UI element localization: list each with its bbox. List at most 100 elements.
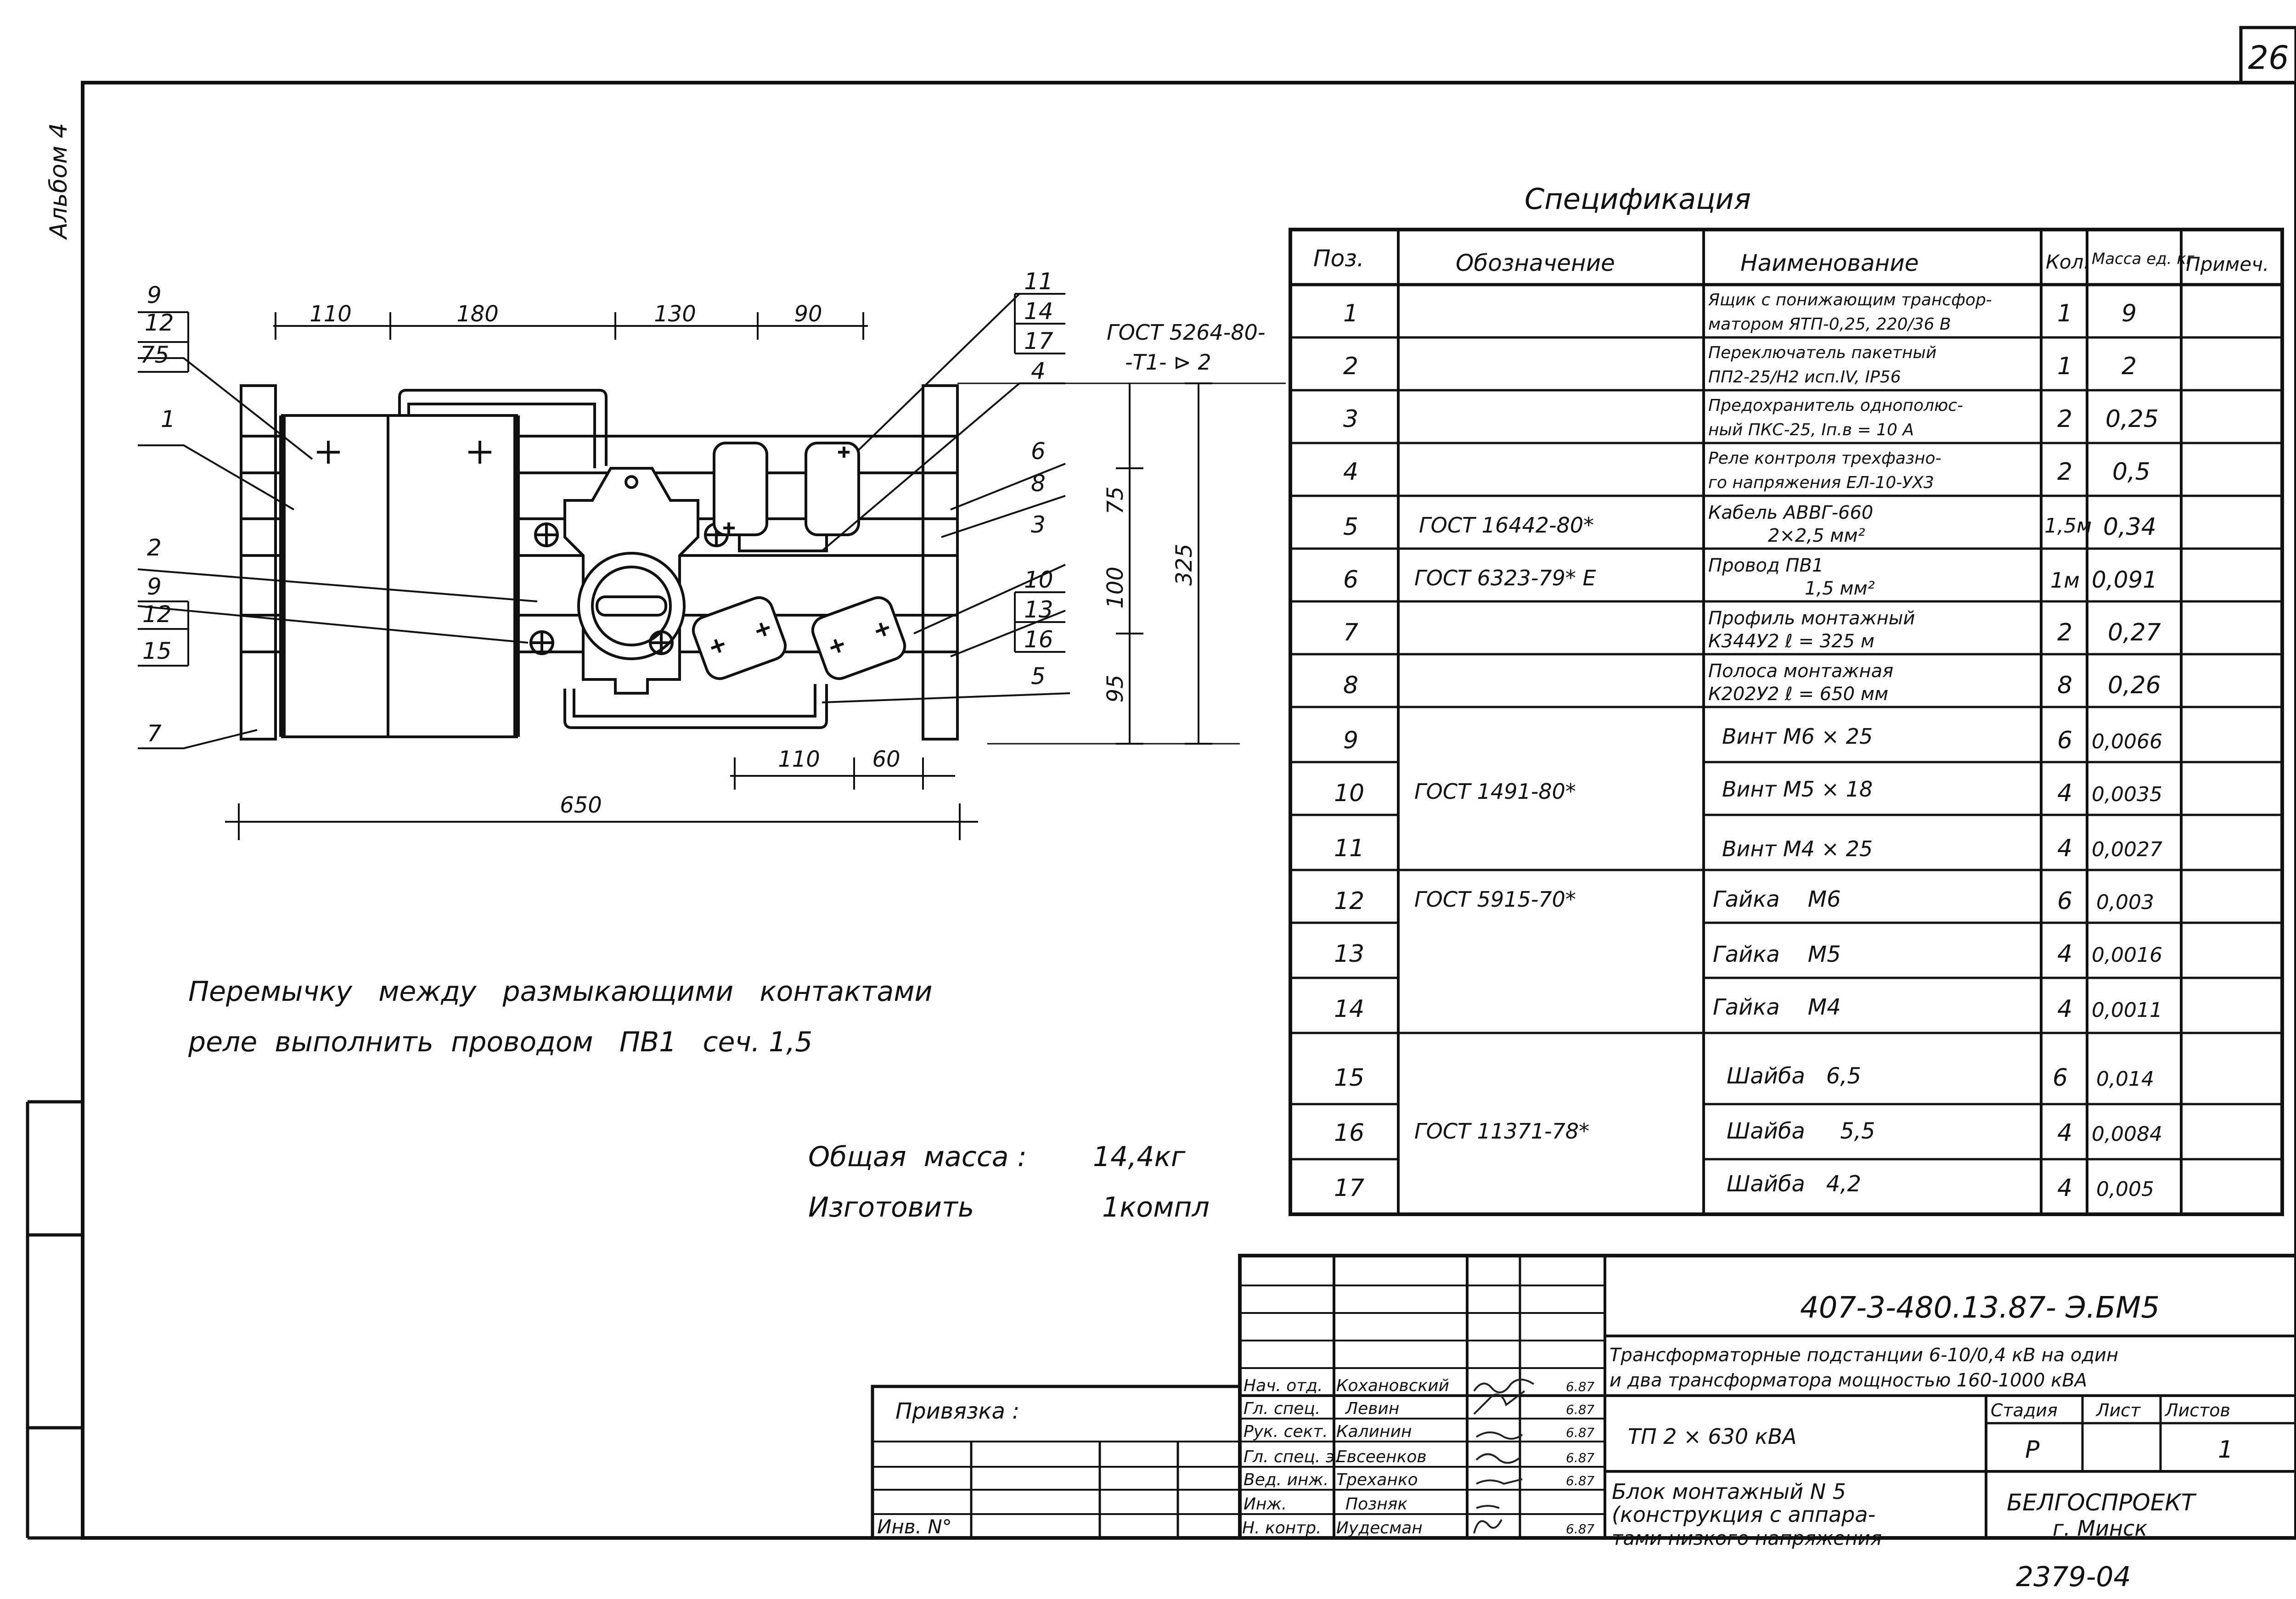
table-row: 14 Гайка М4 4 0,0011 xyxy=(1334,994,2162,1023)
callout-10: 10 xyxy=(1024,567,1053,593)
row-name-line1: Кабель АВВГ-660 xyxy=(1708,502,1873,523)
substation-title: ТП 2 × 630 кВА xyxy=(1628,1424,1797,1449)
row-mass: 0,014 xyxy=(2096,1067,2154,1091)
total-mass-label: Общая масса : xyxy=(808,1141,1027,1173)
row-designation: ГОСТ 16442-80* xyxy=(1419,513,1594,538)
row-qty: 6 xyxy=(2057,887,2072,915)
row-mass: 2 xyxy=(2122,353,2137,380)
row-name-line1: Винт М4 × 25 xyxy=(1722,836,1873,861)
callout-stack-left-top xyxy=(138,311,189,373)
callout-stack-right-mid xyxy=(1014,591,1065,653)
signer-role: Н. контр. xyxy=(1242,1519,1322,1537)
callout-numbers-right: 11 14 17 4 6 8 3 10 13 16 5 xyxy=(1024,268,1053,690)
row-qty: 6 xyxy=(2057,727,2072,754)
table-row: 2 Переключатель пакетный ПП2-25/Н2 исп.I… xyxy=(1343,343,2137,387)
row-mass: 0,25 xyxy=(2105,405,2159,433)
signer-role: Вед. инж. xyxy=(1244,1470,1328,1489)
row-designation: ГОСТ 6323-79* Е xyxy=(1414,566,1596,590)
switch-screws xyxy=(529,522,729,655)
signature-scribbles xyxy=(1473,1379,1535,1534)
signer-name: Иудесман xyxy=(1336,1519,1423,1537)
row-mass: 9 xyxy=(2122,300,2137,327)
dim-bottom-1: 110 xyxy=(778,746,820,772)
project-title-line1: Трансформаторные подстанции 6-10/0,4 кВ … xyxy=(1609,1345,2118,1366)
row-qty: 1 xyxy=(2057,300,2072,327)
row-pos: 16 xyxy=(1334,1119,1364,1147)
dim-line-bottom xyxy=(730,757,955,790)
row-mass: 0,0084 xyxy=(2092,1122,2162,1146)
row-mass: 0,005 xyxy=(2096,1178,2154,1201)
table-row: 4 Реле контроля трехфазно- го напряжения… xyxy=(1343,449,2150,492)
dim-top-3: 130 xyxy=(654,301,696,327)
make-value: 1компл xyxy=(1102,1191,1210,1223)
row-pos: 13 xyxy=(1334,940,1364,968)
dim-total-height: 325 xyxy=(1171,544,1197,586)
table-row: 3 Предохранитель однополюс- ный ПКС-25, … xyxy=(1343,396,2159,439)
dimension-texts: 110 180 130 90 75 100 95 325 110 60 650 xyxy=(310,301,1197,818)
block-title-line2: (конструкция с аппара- xyxy=(1612,1502,1875,1527)
callout-8: 8 xyxy=(1031,470,1046,497)
stage-header: Стадия xyxy=(1991,1400,2058,1420)
row-pos: 1 xyxy=(1343,300,1358,327)
left-margin-boxes xyxy=(26,1100,83,1540)
row-mass: 0,0035 xyxy=(2092,783,2162,806)
row-qty: 1 xyxy=(2057,353,2072,380)
row-pos: 11 xyxy=(1334,835,1364,862)
row-name-line1: Полоса монтажная xyxy=(1708,661,1893,682)
archive-number: 2379-04 xyxy=(2016,1561,2131,1593)
signer-role: Рук. сект. xyxy=(1244,1422,1328,1441)
callout-3: 3 xyxy=(1031,511,1046,538)
row-qty: 1м xyxy=(2050,568,2080,593)
row-pos: 17 xyxy=(1334,1174,1364,1202)
callout-9-mid: 9 xyxy=(147,573,162,600)
dim-right-2: 100 xyxy=(1103,567,1128,609)
fuse-1 xyxy=(713,442,768,536)
row-mass: 0,091 xyxy=(2092,567,2157,593)
row-name-line1: Шайба 4,2 xyxy=(1727,1171,1861,1197)
dim-top-1: 110 xyxy=(310,301,352,327)
table-row: 7 Профиль монтажный К344У2 ℓ = 325 м 2 0… xyxy=(1343,608,2161,652)
row-name-line2: 1,5 мм² xyxy=(1805,578,1875,599)
callout-2: 2 xyxy=(147,534,162,561)
row-name-line2: К202У2 ℓ = 650 мм xyxy=(1708,684,1888,705)
header-name: Наименование xyxy=(1740,250,1919,276)
spec-rows: 1 Ящик с понижающим трансфор- матором ЯТ… xyxy=(1334,291,2162,1202)
row-qty: 4 xyxy=(2057,1174,2072,1202)
callout-12-top: 12 xyxy=(145,309,174,336)
table-row: 16 ГОСТ 11371-78* Шайба 5,5 4 0,0084 xyxy=(1334,1118,2162,1147)
signer-name: Левин xyxy=(1345,1399,1399,1418)
callout-14: 14 xyxy=(1024,298,1053,325)
row-qty: 8 xyxy=(2057,672,2072,699)
callout-5: 5 xyxy=(1031,663,1046,690)
cable-bottom xyxy=(563,684,828,729)
right-profile xyxy=(922,384,959,741)
table-row: 15 Шайба 6,5 6 0,014 xyxy=(1334,1063,2154,1092)
table-row: 6 ГОСТ 6323-79* Е Провод ПВ1 1,5 мм² 1м … xyxy=(1343,555,2157,599)
organization-city: г. Минск xyxy=(2053,1516,2147,1541)
dim-line-top xyxy=(273,312,868,340)
row-pos: 10 xyxy=(1334,780,1364,807)
callout-7: 7 xyxy=(147,720,162,747)
sheets-value: 1 xyxy=(2218,1436,2233,1464)
signer-name: Калинин xyxy=(1336,1422,1412,1441)
row-mass: 0,0011 xyxy=(2092,999,2162,1022)
project-title-line2: и два трансформатора мощностью 160-1000 … xyxy=(1609,1370,2087,1391)
table-row: 8 Полоса монтажная К202У2 ℓ = 650 мм 8 0… xyxy=(1343,661,2161,705)
signer-name: Треханко xyxy=(1336,1470,1418,1489)
signer-role: Инж. xyxy=(1244,1495,1287,1514)
dim-bottom-2: 60 xyxy=(872,746,900,772)
callout-stack-left-mid xyxy=(138,600,189,667)
row-pos: 12 xyxy=(1334,887,1364,915)
table-row: 11 Винт М4 × 25 4 0,0027 xyxy=(1334,835,2162,862)
callout-stack-right-top xyxy=(1014,293,1065,354)
row-name-line1: Профиль монтажный xyxy=(1708,608,1915,629)
left-profile xyxy=(240,384,277,741)
row-name-line1: Гайка М5 xyxy=(1713,942,1841,967)
signer-name: Позняк xyxy=(1345,1495,1407,1514)
row-qty: 4 xyxy=(2057,1119,2072,1147)
row-mass: 0,34 xyxy=(2103,513,2156,541)
callout-75: 75 xyxy=(140,342,169,368)
spec-title: Спецификация xyxy=(1525,182,1751,216)
title-block-grid xyxy=(871,1254,2296,1540)
